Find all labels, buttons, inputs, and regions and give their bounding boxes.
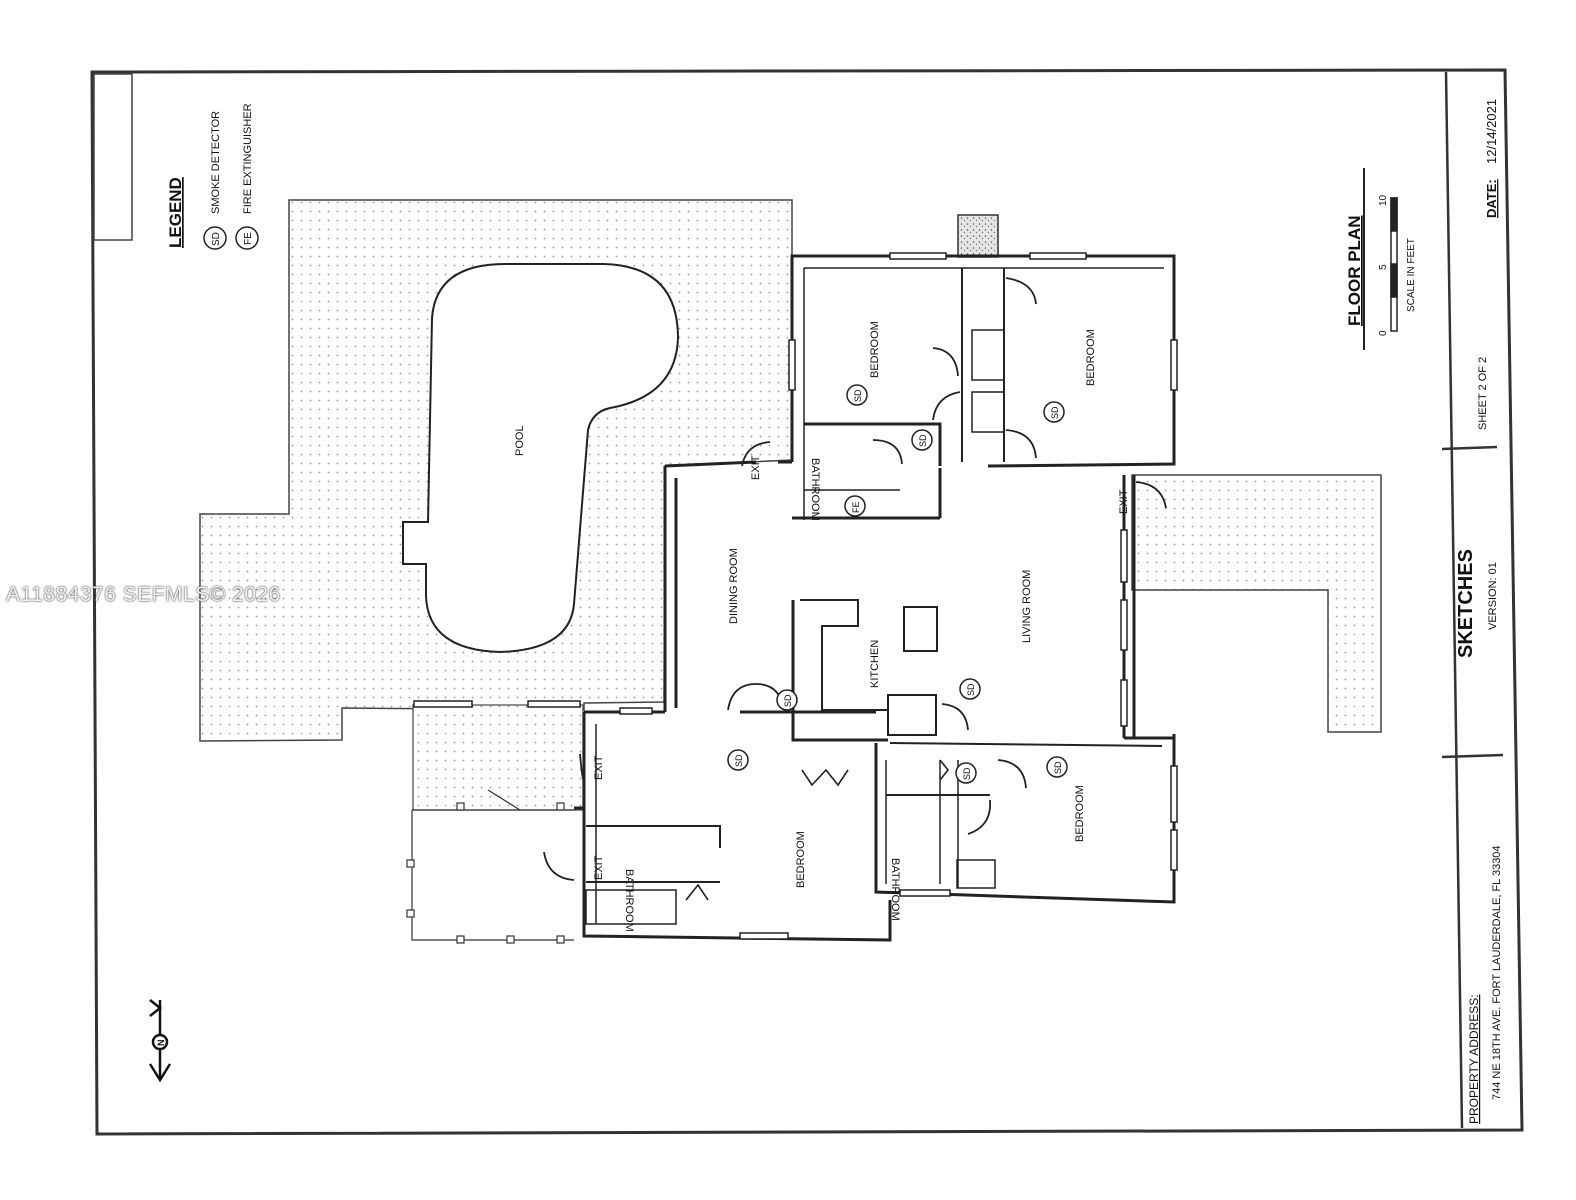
bedroom-top-right-label: BEDROOM bbox=[1085, 329, 1097, 386]
property-address-label: PROPERTY ADDRESS: bbox=[1467, 994, 1481, 1124]
screen-enclosure bbox=[406, 789, 574, 944]
bedroom-bottom-label: BEDROOM bbox=[795, 831, 807, 888]
east-patio bbox=[1131, 474, 1382, 733]
sd-marker: SD bbox=[734, 754, 744, 767]
sketches-title: SKETCHES bbox=[1455, 549, 1477, 658]
sd-marker: SD bbox=[783, 694, 793, 707]
north-label: N bbox=[156, 1040, 166, 1047]
pool-label: POOL bbox=[514, 425, 526, 456]
sd-marker: SD bbox=[966, 683, 976, 696]
scale-caption: SCALE IN FEET bbox=[1406, 238, 1417, 312]
legend-title: LEGEND bbox=[166, 177, 185, 248]
exit-label-1: EXIT bbox=[750, 455, 762, 480]
bathroom-bottom-right-label: BATHROOM bbox=[889, 858, 901, 921]
smoke-detector-legend-icon bbox=[203, 226, 227, 250]
title-block-frame bbox=[1441, 71, 1504, 1129]
smoke-detector-icon bbox=[1043, 401, 1065, 423]
sd-marker: SD bbox=[1053, 761, 1063, 774]
smoke-detector-icon bbox=[955, 762, 977, 784]
smoke-detector-icon bbox=[846, 384, 868, 406]
scale-tick-10: 10 bbox=[1378, 194, 1389, 206]
exit-label-2: EXIT bbox=[1118, 489, 1130, 514]
scale-tick-0: 0 bbox=[1378, 330, 1389, 336]
scale-bar bbox=[1390, 197, 1398, 332]
sd-marker: SD bbox=[962, 767, 972, 780]
title-block: DATE: 12/14/2021 FLOOR PLAN 0 5 10 SCALE… bbox=[1345, 99, 1503, 1124]
exit-label-4: EXIT bbox=[593, 855, 605, 880]
mls-watermark: A11884376 SEFMLS© 2026 bbox=[6, 583, 281, 606]
kitchen-label: KITCHEN bbox=[869, 640, 881, 688]
date-value: 12/14/2021 bbox=[1484, 99, 1499, 164]
sd-marker: SD bbox=[1050, 406, 1060, 419]
legend-fe-symbol: FE bbox=[243, 232, 254, 245]
smoke-detector-icon bbox=[1046, 756, 1068, 778]
property-address-value: 744 NE 18TH AVE. FORT LAUDERDALE, FL 333… bbox=[1491, 845, 1503, 1100]
fire-extinguisher-legend-icon bbox=[235, 226, 259, 250]
legend-fe-label: FIRE EXTINGUISHER bbox=[242, 103, 254, 214]
floor-plan-title: FLOOR PLAN bbox=[1345, 216, 1364, 327]
legend: LEGEND SD SMOKE DETECTOR FE FIRE EXTINGU… bbox=[166, 103, 259, 250]
smoke-detector-icon bbox=[776, 689, 798, 711]
sheet-number: SHEET 2 OF 2 bbox=[1477, 357, 1489, 430]
windows bbox=[413, 252, 1178, 940]
sd-marker: SD bbox=[853, 389, 863, 402]
door-swings bbox=[543, 277, 1167, 881]
bedroom-top-left-label: BEDROOM bbox=[869, 321, 881, 378]
date-label: DATE: bbox=[1484, 179, 1499, 218]
bathroom-top-label: BATHROOM bbox=[809, 458, 821, 521]
scale-tick-5: 5 bbox=[1378, 264, 1389, 270]
smoke-detector-icon bbox=[911, 429, 933, 451]
legend-sd-label: SMOKE DETECTOR bbox=[210, 111, 222, 214]
legend-corner-box bbox=[93, 73, 133, 241]
chimney bbox=[957, 214, 999, 258]
house-walls bbox=[574, 254, 1176, 942]
version-label: VERSION: 01 bbox=[1487, 562, 1499, 630]
smoke-detector-icon bbox=[959, 678, 981, 700]
smoke-detector-icon bbox=[727, 749, 749, 771]
dining-room-label: DINING ROOM bbox=[728, 548, 740, 624]
bathroom-bottom-label: BATHROOM bbox=[623, 869, 635, 932]
bifold-doors bbox=[685, 759, 950, 901]
fe-marker: FE bbox=[851, 501, 861, 513]
north-arrow-icon bbox=[148, 999, 172, 1083]
pool bbox=[402, 263, 680, 654]
fire-extinguisher-icon bbox=[844, 495, 866, 517]
bedroom-bottom-right-label: BEDROOM bbox=[1074, 785, 1086, 842]
living-room-label: LIVING ROOM bbox=[1021, 570, 1033, 643]
sd-marker: SD bbox=[918, 434, 928, 447]
exit-label-3: EXIT bbox=[593, 755, 605, 780]
lower-patio bbox=[412, 704, 584, 811]
legend-sd-symbol: SD bbox=[211, 232, 222, 246]
smoke-detectors: SD SD SD SD SD SD SD SD bbox=[727, 384, 1068, 784]
